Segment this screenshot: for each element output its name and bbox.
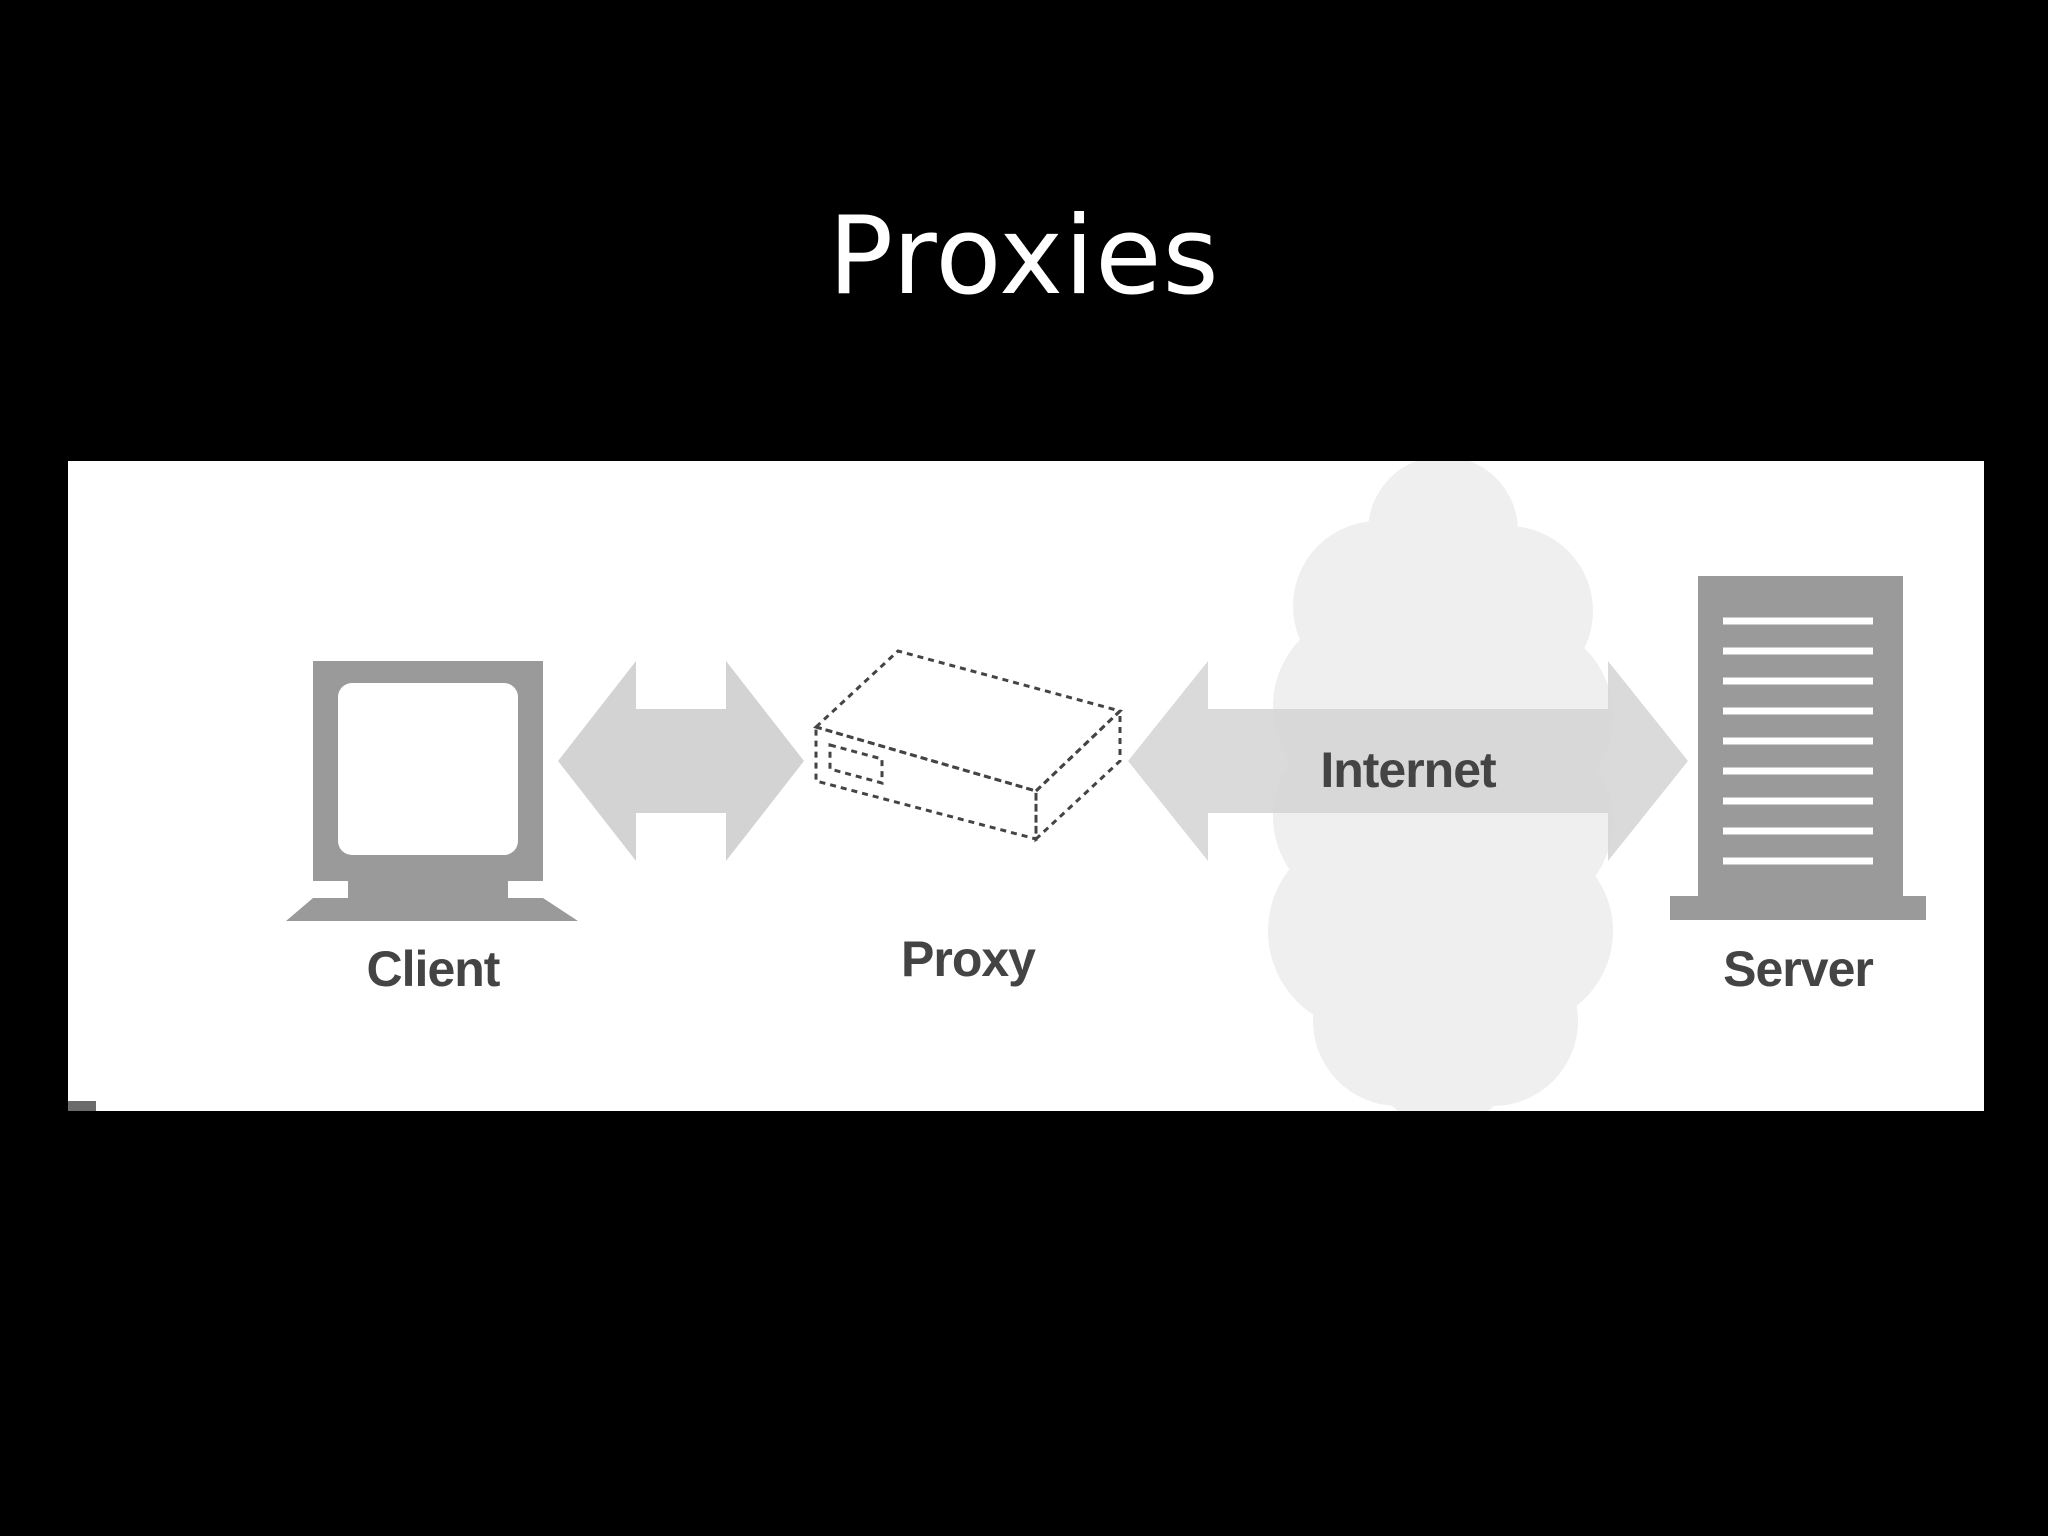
- proxy-diagram: Client Proxy Internet Server: [286, 461, 1926, 1111]
- diagram-panel: Client Proxy Internet Server: [68, 461, 1984, 1111]
- proxy-server-arrow: [1128, 661, 1688, 861]
- slide-title: Proxies: [828, 194, 1220, 320]
- proxy-label: Proxy: [901, 931, 1036, 987]
- client-label: Client: [367, 941, 501, 997]
- proxy-box-icon: [813, 649, 1123, 843]
- corner-mark: [68, 1101, 96, 1111]
- server-label: Server: [1723, 941, 1873, 997]
- server-tower-icon: [1670, 576, 1926, 920]
- internet-label: Internet: [1320, 742, 1497, 798]
- cloud-icon: [1268, 461, 1613, 1111]
- computer-monitor-icon: [286, 661, 578, 921]
- client-proxy-arrow: [558, 661, 804, 861]
